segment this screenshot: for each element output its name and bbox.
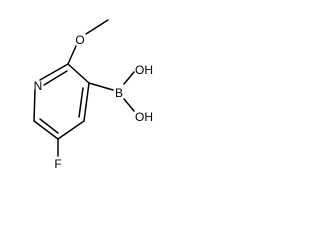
- bond-n-c2: [39, 63, 69, 81]
- atom-label-f: F: [54, 157, 61, 171]
- atom-label-oh-bottom: OH: [135, 110, 153, 124]
- bond-c5-c6: [33, 120, 59, 140]
- bond-c2-o: [67, 45, 77, 65]
- bond-n-c2-inner: [43, 70, 68, 86]
- bond-c2-c3: [67, 63, 90, 84]
- bond-c3-c4-inner: [78, 87, 84, 118]
- atom-label-b: B: [115, 86, 123, 100]
- bond-c6-n: [33, 89, 36, 122]
- bond-c5-c6-inner: [39, 118, 59, 134]
- bond-c3-b: [88, 82, 114, 91]
- atom-label-oh-top: OH: [135, 63, 153, 77]
- bond-o-methyl: [85, 19, 109, 35]
- bond-b-oh-bottom: [123, 98, 135, 112]
- molecule-structure: N O B OH OH F: [33, 19, 153, 171]
- bond-c3-c4: [83, 82, 90, 122]
- atom-label-n: N: [34, 79, 43, 93]
- bond-c4-c5: [57, 120, 85, 140]
- atom-label-o-methoxy: O: [75, 33, 84, 47]
- bond-b-oh-top: [123, 71, 135, 85]
